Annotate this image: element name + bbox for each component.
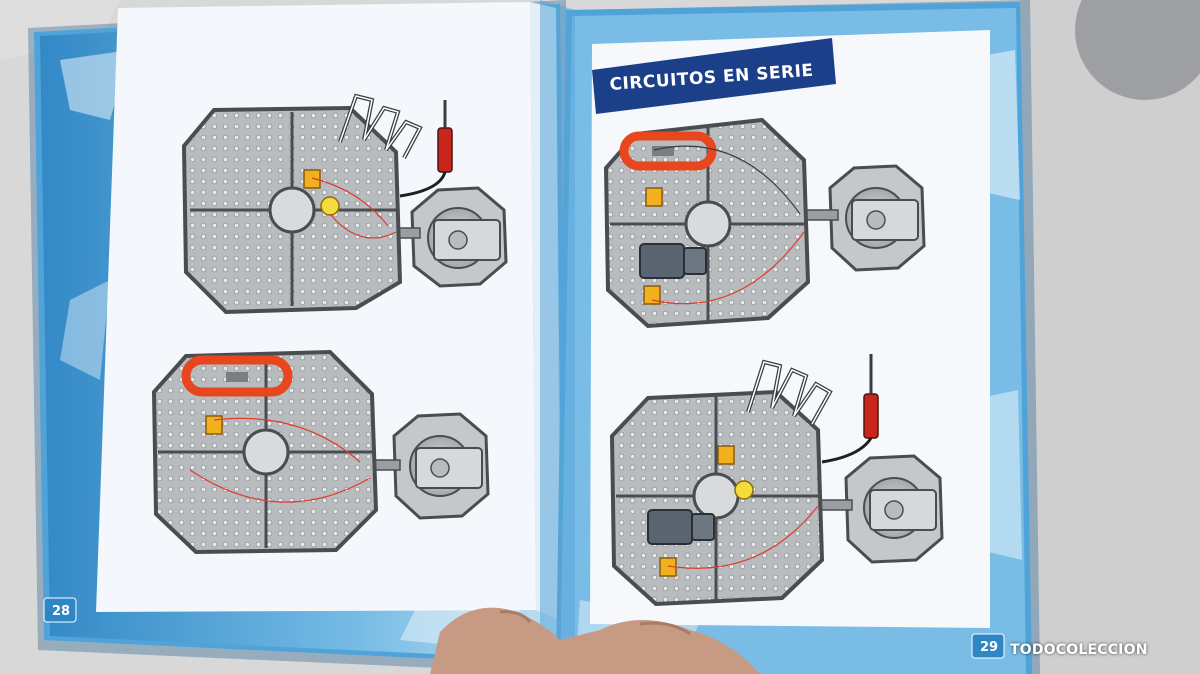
buzzer (734, 480, 754, 500)
diagram-bottom-left (151, 349, 490, 555)
fan-motor-unit (392, 412, 490, 520)
fan-motor-unit (410, 186, 508, 288)
hand (430, 607, 760, 674)
title-banner-shape (592, 38, 836, 114)
watermark: TODOCOLECCION (1010, 642, 1148, 658)
page-number-badge-right (971, 633, 1005, 659)
diagram-top-left (181, 93, 508, 315)
diagram-bottom-right (609, 354, 944, 607)
left-page (34, 2, 568, 665)
switch (717, 445, 735, 465)
switch (205, 415, 223, 435)
page-number-left: 28 (51, 603, 71, 619)
fan-motor-unit (828, 164, 926, 272)
page-number-right: 29 (979, 639, 999, 655)
coil (619, 131, 717, 171)
fan-motor-unit (844, 454, 944, 564)
switch (643, 285, 661, 305)
diagram-top-right (603, 117, 926, 329)
page-number-badge-left (43, 597, 77, 623)
switch (303, 169, 321, 189)
buzzer (320, 196, 340, 216)
coil (181, 355, 293, 397)
motor (647, 509, 715, 545)
switch (645, 187, 663, 207)
motor (639, 243, 707, 279)
